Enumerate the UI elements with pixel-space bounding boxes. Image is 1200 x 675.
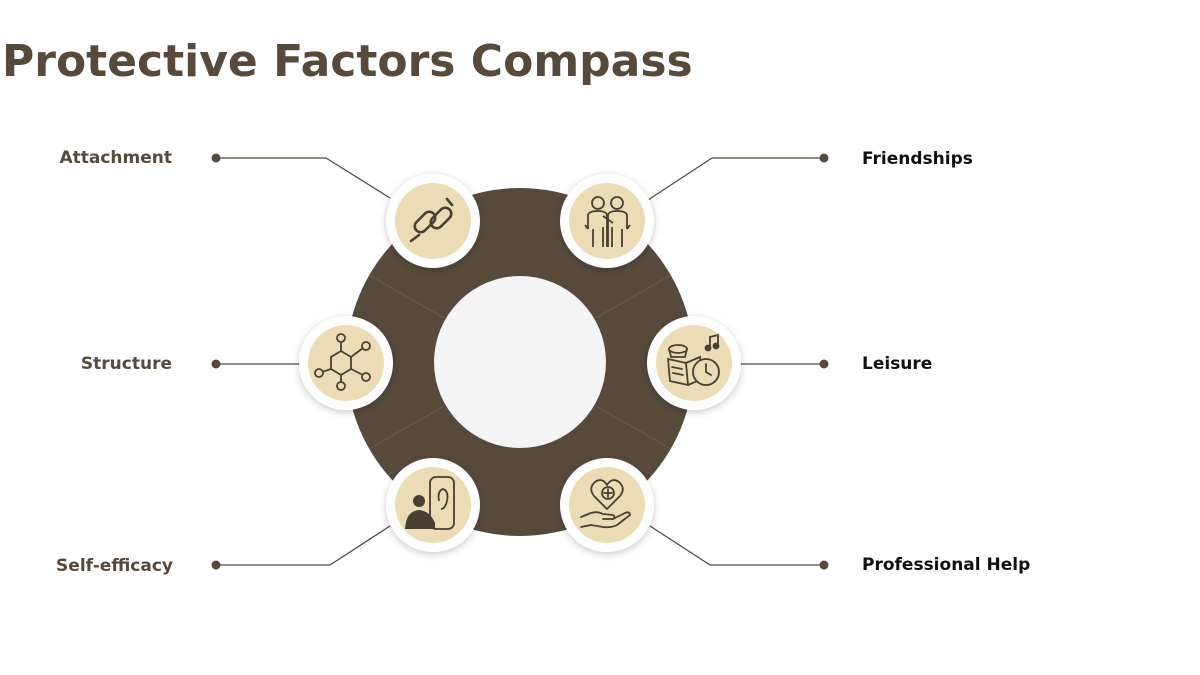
label-leisure: Leisure: [862, 354, 933, 374]
person-mirror-icon: [405, 476, 455, 530]
connector-attachment: [216, 157, 391, 199]
connector-dots: [211, 153, 829, 570]
label-attachment: Attachment: [59, 148, 172, 168]
node-friendships: [560, 174, 654, 268]
connector-lines: [216, 157, 824, 566]
label-self-efficacy: Self-efficacy: [56, 556, 173, 576]
label-structure: Structure: [80, 354, 172, 374]
node-attachment: [386, 174, 480, 268]
node-self-efficacy: [386, 458, 480, 552]
node-leisure: [647, 316, 741, 410]
chain-link-icon: [409, 197, 454, 243]
molecule-network-icon: [314, 333, 371, 391]
leisure-clock-book-music-icon: [666, 333, 720, 387]
connector-professional-help: [649, 525, 824, 566]
page-title: Protective Factors Compass: [2, 36, 693, 87]
node-structure: [299, 316, 393, 410]
compass-hub: [434, 276, 606, 448]
hand-heart-medical-icon: [580, 479, 631, 529]
label-professional-help: Professional Help: [862, 555, 1031, 575]
node-professional-help: [560, 458, 654, 552]
ring-dividers: [368, 274, 672, 450]
two-friends-icon: [584, 196, 631, 247]
connector-friendships: [647, 157, 824, 201]
label-friendships: Friendships: [862, 149, 973, 169]
connector-self-efficacy: [216, 525, 391, 566]
